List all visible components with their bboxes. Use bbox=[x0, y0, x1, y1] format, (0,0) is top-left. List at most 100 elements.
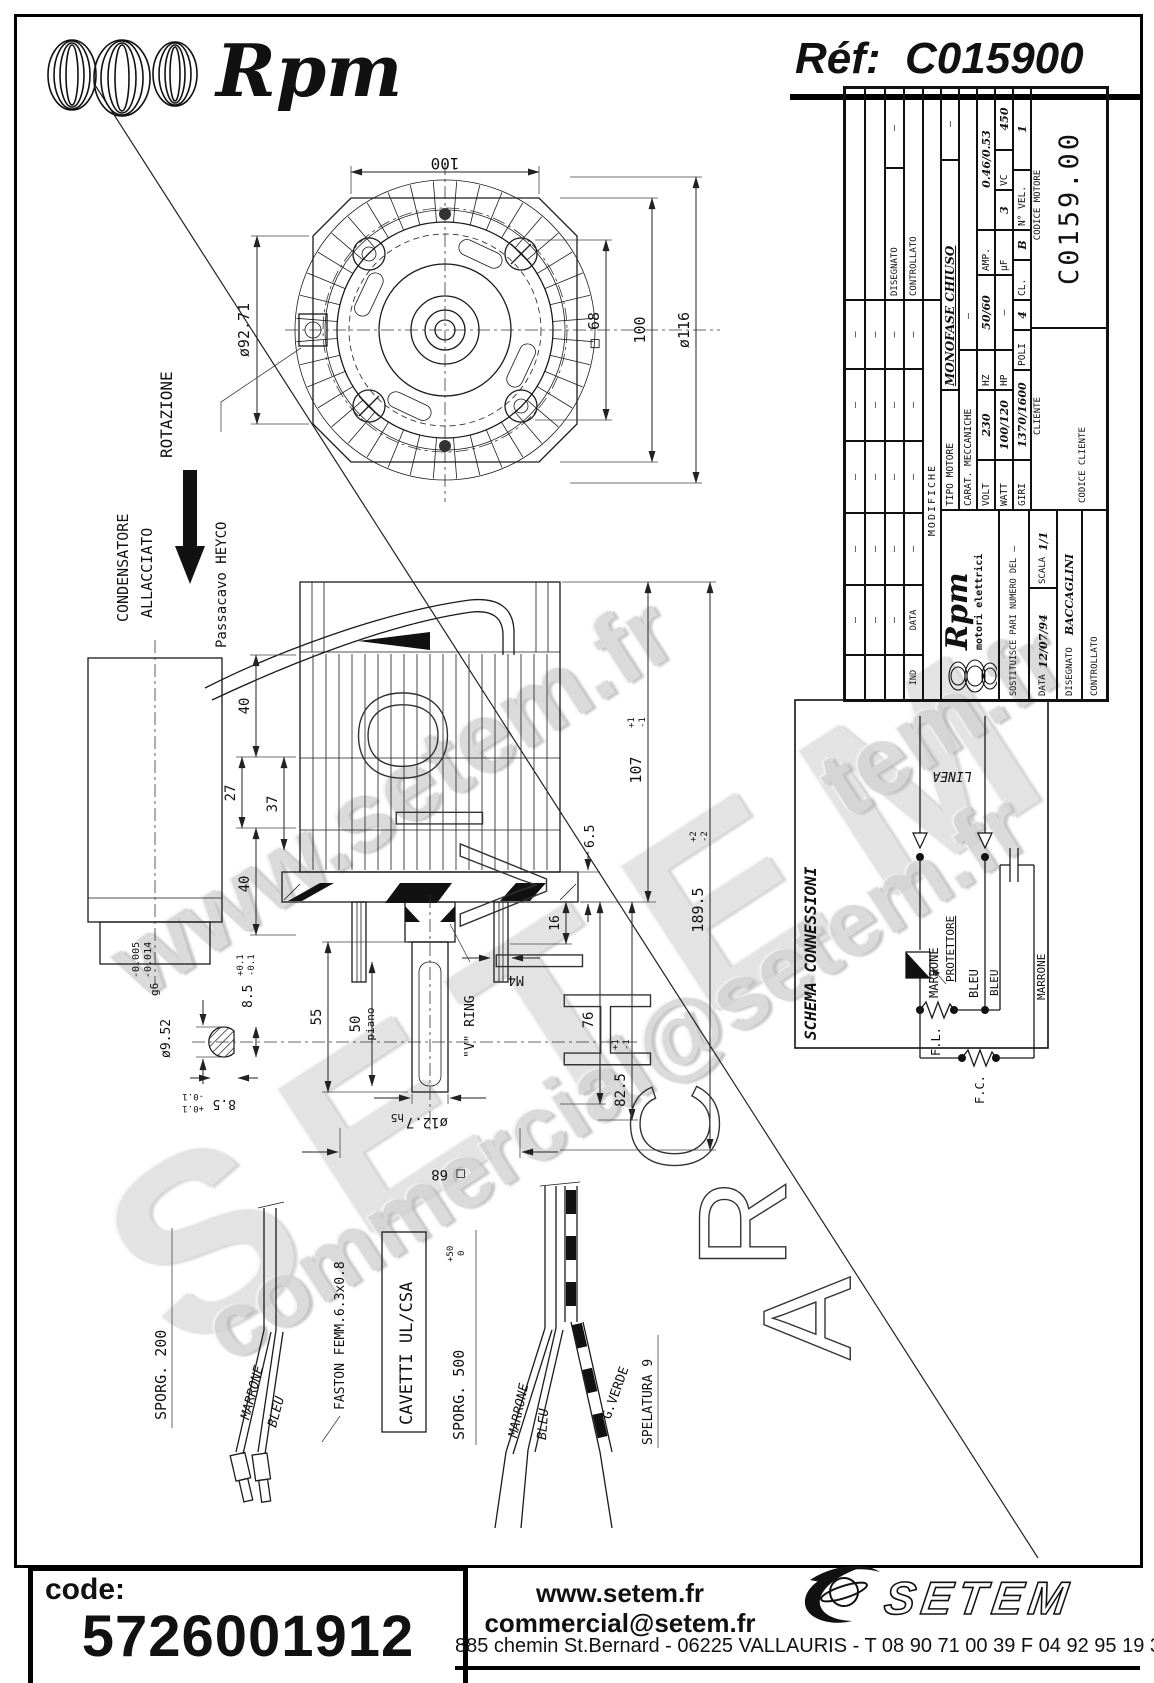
rev-disegnato-value: – bbox=[885, 88, 904, 168]
sporg-500-tm: 0 bbox=[457, 1251, 467, 1256]
rev-dash: – bbox=[904, 369, 923, 441]
tipo-motore-label: TIPO MOTORE bbox=[941, 390, 959, 510]
code-value: 5726001912 bbox=[81, 1604, 415, 1669]
sostituisce-value: — bbox=[1008, 545, 1020, 552]
marrone-wire-1-label: MARRONE bbox=[238, 1364, 267, 1422]
tb-logo-text: Rpm bbox=[941, 572, 975, 650]
poli-label: POLI bbox=[1013, 330, 1031, 370]
rotation-arrow-icon bbox=[183, 470, 197, 546]
dim-sq-68: □ 68 bbox=[585, 312, 603, 348]
rev-dash: – bbox=[865, 513, 885, 585]
condensatore-label-1: CONDENSATORE bbox=[114, 514, 132, 622]
codice-motore-value: C0159.00 bbox=[1054, 130, 1085, 286]
screw-icon bbox=[504, 237, 538, 271]
dim-40a: 40 bbox=[237, 698, 253, 715]
vring-label: "V" RING bbox=[463, 995, 478, 1058]
rev-dash: – bbox=[885, 513, 904, 585]
dim-189-5: 189.5 bbox=[689, 887, 707, 932]
dim-27: 27 bbox=[223, 785, 239, 802]
rev-dash: – bbox=[865, 441, 885, 513]
screw-icon bbox=[352, 389, 386, 423]
nvel-value: 1 bbox=[1015, 125, 1029, 133]
ref-value: C015900 bbox=[905, 34, 1084, 83]
reference-number: Réf: C015900 bbox=[795, 34, 1084, 84]
dim-107-tp: +1 bbox=[627, 717, 637, 728]
controllato-label: CONTROLLATO bbox=[1089, 636, 1100, 696]
dim-8-5r: 8.5 bbox=[241, 985, 256, 1008]
schema-marrone-2: MARRONE bbox=[1035, 954, 1048, 1000]
rev-dash: – bbox=[845, 300, 865, 369]
tol-85b-m: -0.1 bbox=[182, 1091, 204, 1101]
footer-address: 885 chemin St.Bernard - 06225 VALLAURIS … bbox=[455, 1635, 1154, 1657]
rev-dash: – bbox=[904, 300, 923, 369]
screw-icon bbox=[352, 237, 386, 271]
tol-85b-p: +0.1 bbox=[182, 1103, 204, 1113]
technical-drawing: 100 ø92.71 □ 68 100 ø116 ROTAZIONE bbox=[87, 84, 1049, 1559]
schema-bleu-1: BLEU bbox=[967, 969, 981, 998]
ref-label: Réf: bbox=[795, 34, 881, 83]
uf-value: 3 bbox=[997, 206, 1011, 214]
schema-title: SCHEMA CONNESSIONI bbox=[801, 866, 820, 1040]
screw-icon bbox=[504, 389, 538, 423]
footer-web-link[interactable]: www.setem.fr bbox=[535, 1578, 705, 1608]
dim-40b: 40 bbox=[237, 876, 253, 893]
ref-underline bbox=[790, 94, 1140, 100]
dim-189-tm: -2 bbox=[700, 831, 710, 842]
dim-16: 16 bbox=[548, 915, 563, 931]
footer-bottom-bar bbox=[455, 1666, 1140, 1670]
rev-ind-label: IND bbox=[904, 655, 923, 700]
cavetti-label: CAVETTI UL/CSA bbox=[397, 1282, 417, 1425]
rpm-coil-small-icon bbox=[948, 659, 997, 693]
faston-label: FASTON FEMM.6.3x0.8 bbox=[333, 1261, 348, 1410]
rpm-logo-text: Rpm bbox=[216, 28, 403, 113]
rev-data-label: DATA bbox=[904, 585, 923, 655]
setem-logo: SETEM bbox=[804, 1565, 1078, 1625]
giri-value: 1370/1600 bbox=[1015, 382, 1029, 448]
spelatura-label: SPELATURA 9 bbox=[641, 1359, 656, 1445]
dim-55: 55 bbox=[309, 1009, 325, 1026]
volt-label: VOLT bbox=[977, 460, 995, 510]
cliente-header: CLIENTE bbox=[1033, 397, 1043, 435]
schema-connessioni: SCHEMA CONNESSIONI LINEA MARRONE BLEU PR… bbox=[794, 699, 1049, 1104]
tb-data-value: 12/07/94 bbox=[1036, 614, 1050, 669]
vc-label: VC bbox=[995, 150, 1013, 190]
front-view: 100 ø92.71 □ 68 100 ø116 ROTAZIONE bbox=[157, 154, 720, 648]
carat-value: — bbox=[959, 88, 977, 350]
rev-dash: – bbox=[885, 300, 904, 369]
dim-12-7: ø12.7 bbox=[406, 1114, 448, 1130]
sporg-500-label: SPORG. 500 bbox=[450, 1350, 468, 1440]
marrone-wire-2-label: MARRONE bbox=[506, 1382, 532, 1440]
tol-0005: -0.005 bbox=[131, 942, 142, 978]
dim-top-100: 100 bbox=[431, 154, 460, 173]
dim-flange-100: 100 bbox=[631, 316, 649, 343]
cl-value: B bbox=[1015, 240, 1029, 250]
tipo-motore-value: MONOFASE CHIUSO bbox=[943, 245, 957, 386]
header: Rpm Réf: C015900 bbox=[20, 20, 1140, 130]
footer-email-link[interactable]: commercial@setem.fr bbox=[484, 1608, 756, 1638]
amp-label: AMP. bbox=[977, 230, 995, 275]
rev-dash: – bbox=[865, 585, 885, 655]
dim-37: 37 bbox=[265, 796, 281, 813]
cable-drawing-1: SPORG. 200 MARRONE BLEU FASTON FEMM.6.3x… bbox=[152, 1201, 348, 1503]
rpm-coil-logo-icon bbox=[47, 39, 198, 117]
setem-logo-text: SETEM bbox=[881, 1572, 1077, 1624]
dim-825-tm: -1 bbox=[622, 1039, 632, 1050]
sporg-200-label: SPORG. 200 bbox=[152, 1330, 170, 1420]
title-block: – – – – – – – – – – – – – – – DISEGNATO … bbox=[843, 86, 1109, 702]
dim-107-tm: -1 bbox=[638, 717, 648, 728]
disegnato-label: DISEGNATO bbox=[1064, 647, 1075, 696]
tol-0014: -0.014 bbox=[143, 942, 154, 978]
rev-controllato-label: CONTROLLATO bbox=[904, 88, 923, 300]
rotazione-label: ROTAZIONE bbox=[157, 371, 176, 458]
rev-dash: – bbox=[865, 369, 885, 441]
volt-value: 230 bbox=[979, 413, 993, 437]
bleu-wire-1-label: BLEU bbox=[265, 1395, 288, 1429]
dim-9-52: ø9.52 bbox=[159, 1019, 174, 1058]
rev-dash: – bbox=[904, 441, 923, 513]
dim-76: 76 bbox=[581, 1012, 597, 1029]
hz-label: HZ bbox=[977, 350, 995, 390]
dim-12-7-sfx: h5 bbox=[391, 1111, 404, 1124]
hp-label: HP bbox=[995, 350, 1013, 390]
dim-92-71: ø92.71 bbox=[235, 303, 253, 357]
dim-825-tp: +1 bbox=[611, 1039, 621, 1050]
